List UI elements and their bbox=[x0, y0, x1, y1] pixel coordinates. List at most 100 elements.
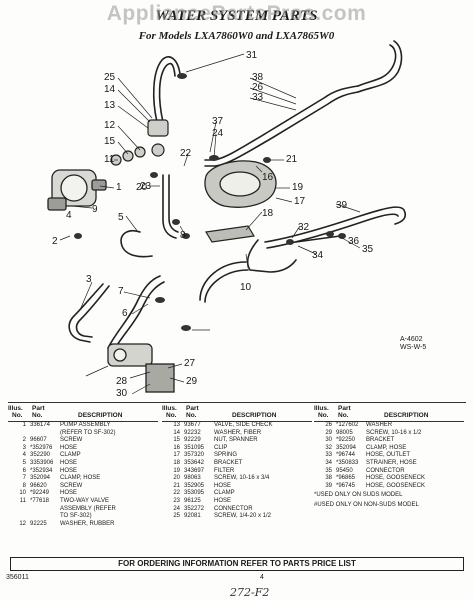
illus-number: 38 bbox=[325, 475, 332, 482]
callout-number: 5 bbox=[118, 212, 124, 223]
callout-number: 1 bbox=[116, 182, 122, 193]
callout-number: 12 bbox=[104, 120, 116, 131]
header-illus-no: No. bbox=[12, 412, 23, 419]
part-number: *350833 bbox=[336, 459, 359, 466]
callout-number: 32 bbox=[298, 222, 310, 233]
hose-6 bbox=[107, 275, 161, 349]
part-number: 352272 bbox=[184, 505, 205, 512]
two-way-valve bbox=[107, 343, 175, 393]
part-description: HOSE bbox=[214, 482, 232, 489]
side-check-valve bbox=[110, 119, 169, 166]
part-description: WASHER bbox=[366, 422, 393, 428]
hose-6-b bbox=[113, 281, 165, 351]
part-number: 92232 bbox=[184, 429, 201, 436]
callout-number: 4 bbox=[66, 210, 72, 221]
part-number: *96865 bbox=[336, 475, 356, 482]
part-number: 96125 bbox=[184, 497, 201, 504]
model-subtitle: For Models LXA7860W0 and LXA7865W0 bbox=[138, 30, 335, 42]
header-part-no: No. bbox=[186, 412, 197, 419]
part-description: HOSE bbox=[60, 467, 78, 474]
table-row: TO SF-302) bbox=[8, 513, 158, 521]
hose-gooseneck-left-inner bbox=[158, 62, 176, 123]
part-number: *352976 bbox=[30, 444, 53, 451]
part-description: SCREW, 1/4-20 x 1/2 bbox=[214, 513, 272, 520]
callout-number: 25 bbox=[104, 72, 116, 83]
callout-number: 33 bbox=[252, 92, 264, 103]
callout-number: 17 bbox=[294, 196, 306, 207]
callout-number: 16 bbox=[262, 172, 274, 183]
illus-number: 22 bbox=[173, 490, 180, 497]
site-watermark: AppliancePartsPros.com bbox=[106, 2, 367, 25]
part-number: *92250 bbox=[336, 437, 356, 444]
part-description: HOSE bbox=[60, 444, 78, 451]
header-illus: Illus. bbox=[8, 405, 23, 412]
drawing-code: WS-W-5 bbox=[400, 344, 427, 351]
part-description: SCREW, 10-16 x 1/2 bbox=[366, 429, 422, 436]
part-number: 352094 bbox=[30, 475, 51, 482]
illus-number: 34 bbox=[325, 459, 332, 466]
illus-number: 20 bbox=[173, 475, 180, 482]
part-description: SCREW, 10-16 x 3/4 bbox=[214, 475, 270, 482]
document-code: 356011 bbox=[6, 574, 29, 581]
illus-number: 32 bbox=[325, 444, 332, 451]
hose-connector bbox=[246, 239, 297, 273]
table-row: (REFER TO SF-302) bbox=[8, 430, 158, 438]
hose-strainer bbox=[295, 235, 341, 243]
callout-number: 3 bbox=[86, 274, 92, 285]
illus-number: 13 bbox=[173, 422, 180, 428]
callout-number: 38 bbox=[252, 72, 264, 83]
hose-3 bbox=[68, 283, 104, 343]
header-part: Part bbox=[186, 405, 199, 412]
illus-number: 26 bbox=[325, 422, 332, 428]
part-number: *352934 bbox=[30, 467, 53, 474]
drawing-number: A-4602 bbox=[400, 336, 423, 343]
illus-number: 30 bbox=[325, 437, 332, 444]
callout-number: 6 bbox=[122, 308, 128, 319]
part-number: *127602 bbox=[336, 422, 359, 428]
part-description: HOSE bbox=[60, 459, 78, 466]
table-header: Illus. No. Part No. DESCRIPTION bbox=[8, 405, 158, 422]
part-number: 352094 bbox=[336, 444, 357, 451]
pump-assembly bbox=[47, 169, 107, 211]
callout-number: 37 bbox=[212, 116, 224, 127]
part-description: CONNECTOR bbox=[214, 505, 253, 512]
part-description: BRACKET bbox=[214, 459, 243, 466]
hose-vertical bbox=[162, 174, 177, 239]
part-description: PUMP ASSEMBLY bbox=[60, 422, 111, 428]
illus-number: 4 bbox=[22, 452, 26, 459]
callout-number: 30 bbox=[116, 388, 128, 399]
header-illus: Illus. bbox=[314, 405, 329, 412]
illus-number: 10 bbox=[19, 490, 26, 497]
illus-number: 11 bbox=[19, 497, 26, 504]
part-description: (REFER TO SF-302) bbox=[60, 429, 116, 436]
illus-number: 35 bbox=[325, 467, 332, 474]
part-number: 93677 bbox=[184, 422, 201, 428]
table-row: ASSEMBLY (REFER bbox=[8, 506, 158, 514]
callout-number: 36 bbox=[348, 236, 360, 247]
callout-number: 23 bbox=[140, 181, 152, 192]
part-number: 336174 bbox=[30, 422, 51, 428]
part-description: CLAMP, HOSE bbox=[366, 444, 407, 451]
